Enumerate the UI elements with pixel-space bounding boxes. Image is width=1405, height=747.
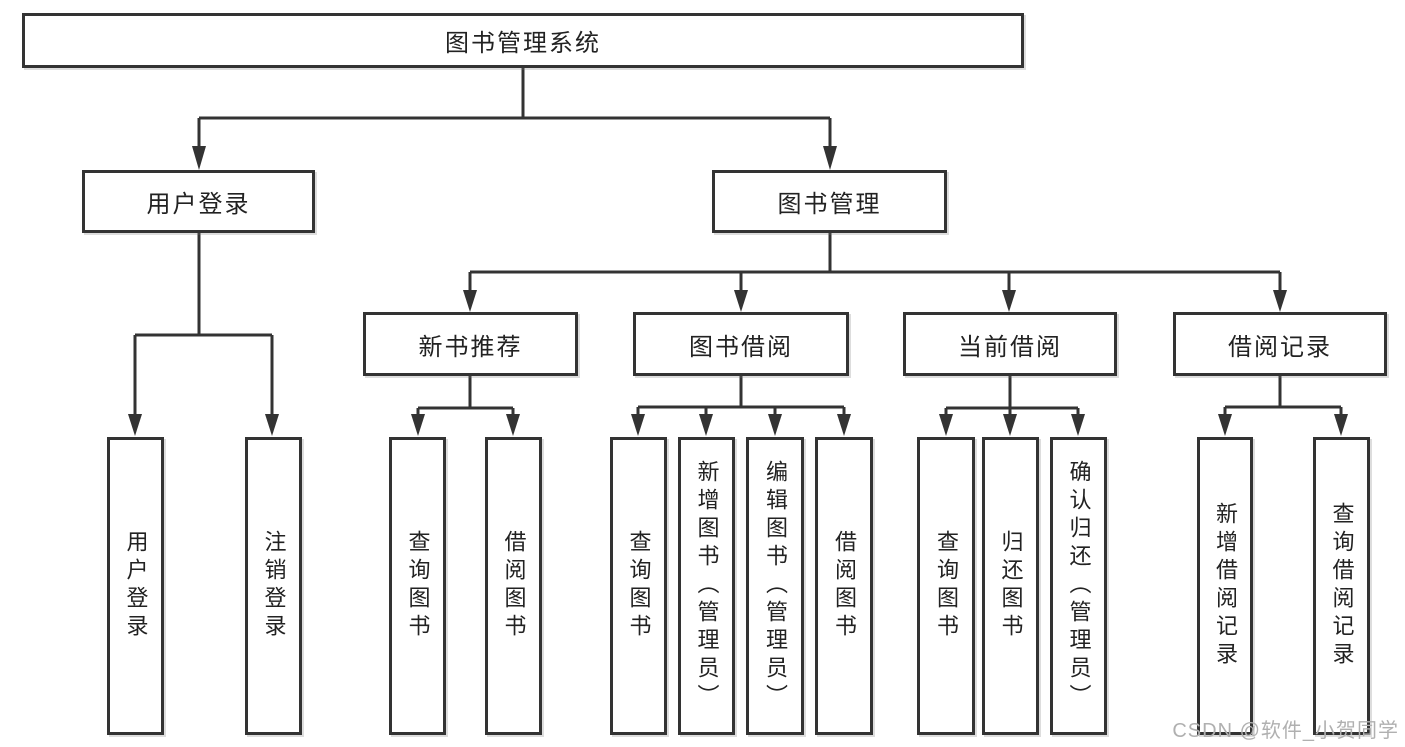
leaf-borrow-query-books-label: 查询图书 [626, 530, 652, 642]
connector-borrow-records-children [1223, 376, 1343, 416]
connector-root-to-level2 [197, 68, 832, 148]
leaf-borrow-book: 借阅图书 [815, 437, 873, 735]
connector-user-login-children [133, 233, 274, 414]
node-library-system: 图书管理系统 [22, 13, 1024, 68]
csdn-watermark: CSDN @软件_小贺同学 [1172, 720, 1399, 742]
leaf-query-borrow-record-label: 查询借阅记录 [1329, 502, 1355, 670]
leaf-add-book-admin-label: 新增图书（管理员） [694, 460, 720, 712]
leaf-logout-login: 注销登录 [245, 437, 302, 735]
leaf-recommend-query-books-label: 查询图书 [405, 530, 431, 642]
leaf-borrow-book-label: 借阅图书 [832, 530, 857, 642]
leaf-current-query-books-label: 查询图书 [934, 530, 959, 642]
leaf-user-login-label: 用户登录 [123, 530, 149, 642]
connector-book-management-to-level3 [468, 233, 1282, 292]
node-book-borrow: 图书借阅 [633, 312, 849, 376]
leaf-user-login: 用户登录 [107, 437, 164, 735]
node-user-login: 用户登录 [82, 170, 315, 233]
leaf-confirm-return-admin-label: 确认归还（管理员） [1066, 460, 1092, 712]
leaf-add-borrow-record: 新增借阅记录 [1197, 437, 1253, 735]
leaf-confirm-return-admin: 确认归还（管理员） [1050, 437, 1107, 735]
leaf-add-borrow-record-label: 新增借阅记录 [1213, 502, 1238, 670]
connector-new-book-children [416, 376, 515, 416]
node-borrow-records: 借阅记录 [1173, 312, 1387, 376]
leaf-return-book: 归还图书 [982, 437, 1039, 735]
leaf-current-query-books: 查询图书 [917, 437, 975, 735]
leaf-recommend-query-books: 查询图书 [389, 437, 446, 735]
arrowheads-book-borrow-children [631, 414, 851, 436]
leaf-query-borrow-record: 查询借阅记录 [1313, 437, 1370, 735]
connector-book-borrow-children [636, 376, 846, 416]
leaf-logout-login-label: 注销登录 [261, 530, 287, 642]
arrowheads-new-book-children [411, 414, 520, 436]
arrowheads-user-login-children [128, 414, 279, 436]
arrowheads-borrow-records-children [1218, 414, 1348, 436]
leaf-edit-book-admin: 编辑图书（管理员） [746, 437, 804, 735]
arrowheads-current-borrow-children [939, 414, 1085, 436]
connector-current-borrow-children [944, 376, 1080, 416]
leaf-add-book-admin: 新增图书（管理员） [678, 437, 735, 735]
leaf-return-book-label: 归还图书 [998, 530, 1024, 642]
node-book-management: 图书管理 [712, 170, 947, 233]
leaf-recommend-borrow-books: 借阅图书 [485, 437, 542, 735]
arrowheads-book-management-to-level3 [463, 290, 1287, 312]
leaf-recommend-borrow-books-label: 借阅图书 [501, 530, 527, 642]
leaf-edit-book-admin-label: 编辑图书（管理员） [763, 460, 788, 712]
leaf-borrow-query-books: 查询图书 [610, 437, 667, 735]
node-new-book-recommend: 新书推荐 [363, 312, 578, 376]
node-current-borrow: 当前借阅 [903, 312, 1117, 376]
arrowheads-root-to-level2 [192, 146, 837, 170]
